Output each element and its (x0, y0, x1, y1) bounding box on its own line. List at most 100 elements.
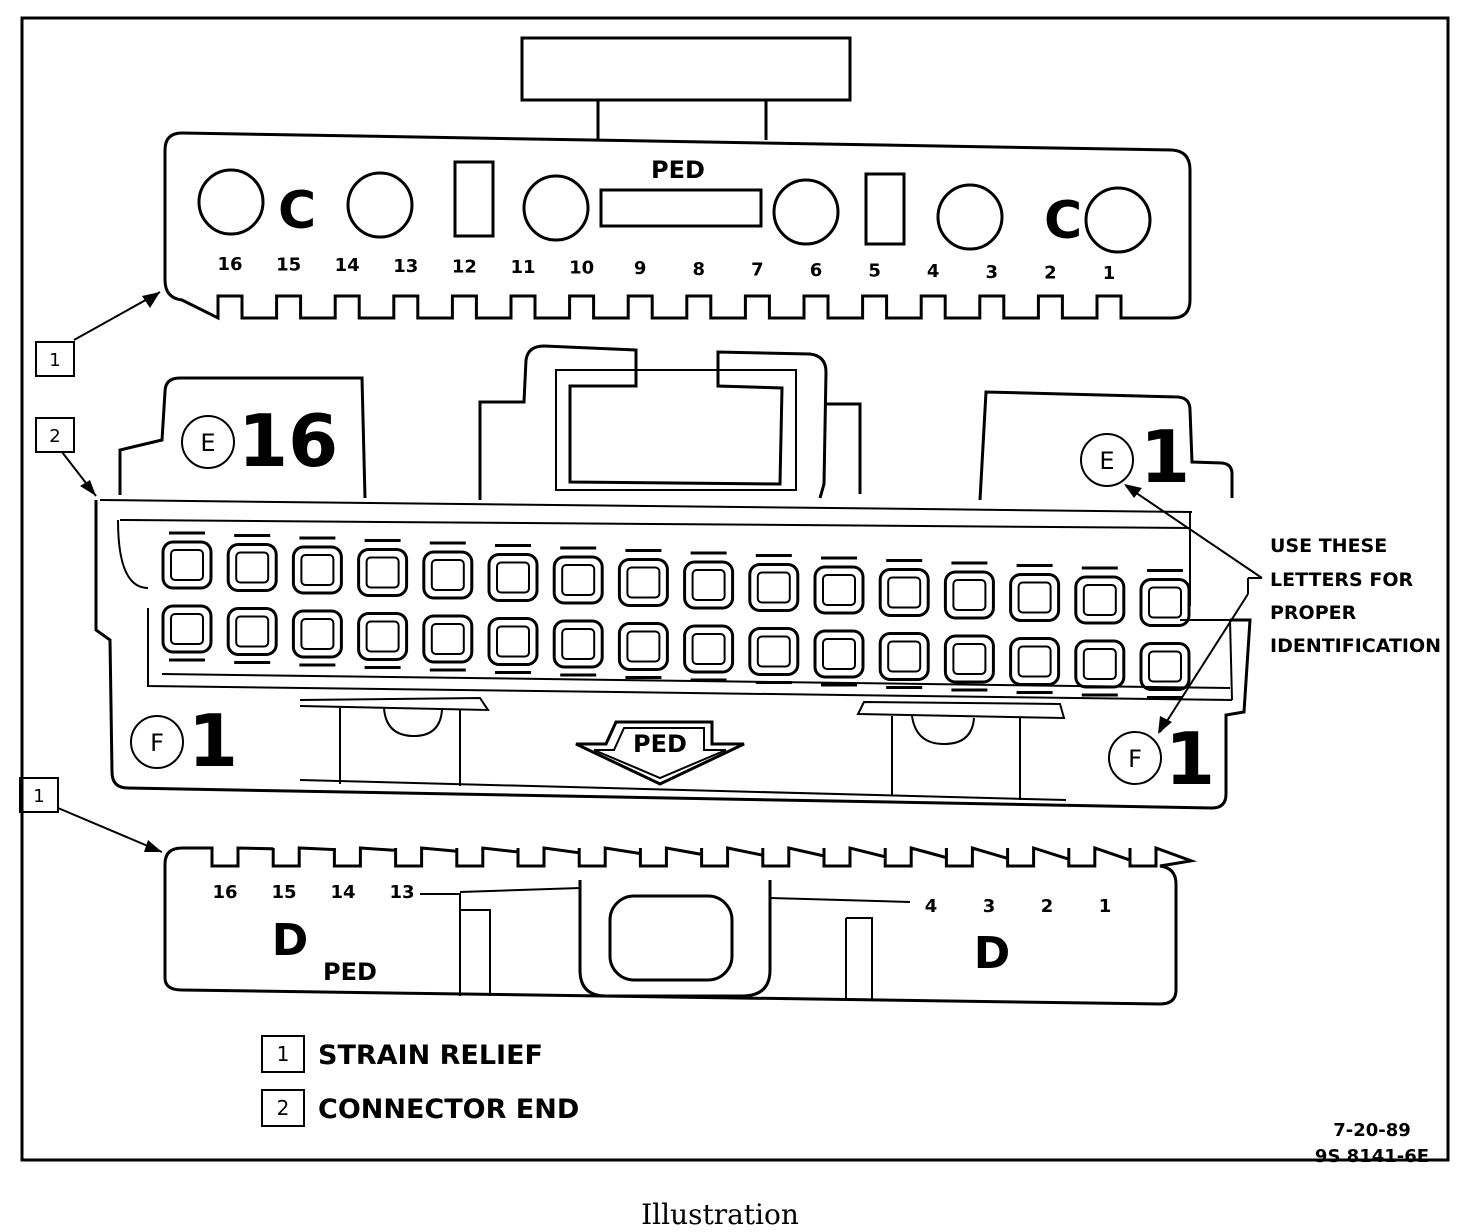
terminal-cavity (683, 551, 735, 610)
terminal-cavity (226, 607, 278, 664)
top-pin-number: 8 (693, 259, 706, 280)
terminal-cavity (683, 624, 735, 682)
callout-strain-relief-bottom: 1 (19, 777, 163, 853)
top-pin-number: 14 (335, 255, 360, 276)
terminal-cavity (357, 612, 409, 669)
top-pin-number: 10 (569, 258, 594, 279)
e-left-letter: E (200, 429, 215, 457)
f-right-letter: F (1128, 745, 1142, 773)
ped-arrow: PED (575, 720, 745, 786)
terminal-cavity (357, 539, 409, 597)
terminal-cavities (161, 531, 1191, 699)
terminal-cavity (943, 561, 995, 620)
terminal-cavity (813, 556, 865, 615)
bottom-d-right: D (974, 928, 1011, 979)
bottom-pin-number: 13 (389, 882, 414, 903)
top-round-hole (522, 174, 590, 242)
legend-2-text: CONNECTOR END (318, 1094, 579, 1125)
bottom-pin-number: 16 (212, 882, 237, 903)
top-pin-number: 5 (868, 261, 881, 282)
terminal-cavity (617, 622, 669, 679)
terminal-cavity (943, 634, 995, 692)
top-pin-number: 15 (276, 255, 301, 276)
terminal-cavity (161, 531, 213, 590)
bottom-pin-number: 14 (330, 882, 355, 903)
terminal-cavity (552, 619, 604, 677)
top-pin-number: 12 (452, 256, 477, 277)
legend: 1 STRAIN RELIEF 2 CONNECTOR END (261, 1035, 579, 1127)
f-right-identifier: F 1 (1108, 717, 1215, 801)
top-round-hole (772, 178, 840, 246)
callout-connector-end: 2 (35, 417, 97, 497)
terminal-cavity (1139, 569, 1191, 627)
terminal-cavity (487, 544, 539, 602)
callout-bottom-number: 1 (33, 786, 44, 807)
bottom-pin-number: 4 (925, 896, 938, 917)
top-pin-number: 3 (986, 262, 999, 283)
bottom-d-left: D (272, 915, 309, 966)
connector-end: E 16 E 1 F 1 F 1 PED (94, 344, 1252, 810)
e-left-number: 16 (238, 399, 338, 483)
terminal-cavity (1009, 637, 1061, 694)
identification-note: USE THESE LETTERS FOR PROPER IDENTIFICAT… (1124, 484, 1441, 734)
ped-arrow-label: PED (633, 730, 687, 758)
top-pin-number: 2 (1044, 262, 1057, 283)
top-pin-number: 1 (1103, 263, 1116, 284)
legend-2-number: 2 (277, 1096, 290, 1120)
terminal-cavity (748, 554, 800, 612)
reference-date: 7-20-89 (1333, 1120, 1411, 1141)
top-pin-number: 7 (751, 259, 764, 280)
terminal-cavity (226, 534, 278, 592)
f-left-identifier: F 1 (130, 699, 238, 783)
terminal-cavity (878, 559, 930, 617)
note-line-1: USE THESE (1270, 535, 1387, 557)
terminal-cavity (1139, 642, 1191, 699)
terminal-cavity (813, 629, 865, 687)
bottom-pin-number: 3 (983, 896, 996, 917)
diagram-frame (20, 16, 1450, 1162)
top-pin-number: 6 (810, 260, 823, 281)
terminal-cavity (878, 632, 930, 689)
note-line-2: LETTERS FOR (1270, 569, 1413, 591)
callout-top-number: 1 (49, 350, 60, 371)
f-left-number: 1 (188, 699, 238, 783)
terminal-cavity (1074, 566, 1126, 625)
terminal-cavity (1009, 564, 1061, 622)
f-right-number: 1 (1165, 717, 1215, 801)
terminal-cavity (1074, 639, 1126, 697)
e-right-identifier: E 1 (1080, 415, 1190, 499)
top-c-right: C (1044, 191, 1082, 251)
terminal-cavity (422, 541, 474, 600)
e-right-number: 1 (1140, 415, 1190, 499)
legend-1-number: 1 (277, 1042, 290, 1066)
note-line-4: IDENTIFICATION (1270, 635, 1441, 657)
terminal-cavity (291, 609, 343, 667)
top-round-hole (197, 168, 265, 236)
top-ped-label: PED (651, 156, 705, 184)
bottom-pin-number: 2 (1041, 896, 1054, 917)
top-pin-number: 4 (927, 261, 940, 282)
bottom-pin-number: 15 (271, 882, 296, 903)
terminal-cavity (617, 549, 669, 607)
bottom-pin-number: 1 (1099, 896, 1112, 917)
terminal-cavity (552, 546, 604, 605)
e-left-identifier: E 16 (181, 399, 338, 483)
callout-strain-relief-top: 1 (35, 291, 161, 377)
top-round-hole (936, 183, 1004, 251)
top-pin-number: 9 (634, 258, 647, 279)
top-round-hole (346, 171, 414, 239)
top-pin-number: 16 (217, 254, 242, 275)
figure-caption: Illustration (641, 1198, 799, 1231)
terminal-cavity (161, 604, 213, 662)
callout-connector-number: 2 (49, 426, 60, 447)
bottom-pin-numbers: 16 15 14 13 4 3 2 1 (212, 882, 1111, 917)
top-pin-number: 11 (510, 257, 535, 278)
f-left-letter: F (150, 729, 164, 757)
bottom-ped-label: PED (323, 958, 377, 986)
bottom-strain-relief: 16 15 14 13 4 3 2 1 D PED D (163, 845, 1198, 1006)
terminal-cavity (748, 627, 800, 684)
top-c-left: C (278, 181, 316, 241)
terminal-cavity (422, 614, 474, 672)
